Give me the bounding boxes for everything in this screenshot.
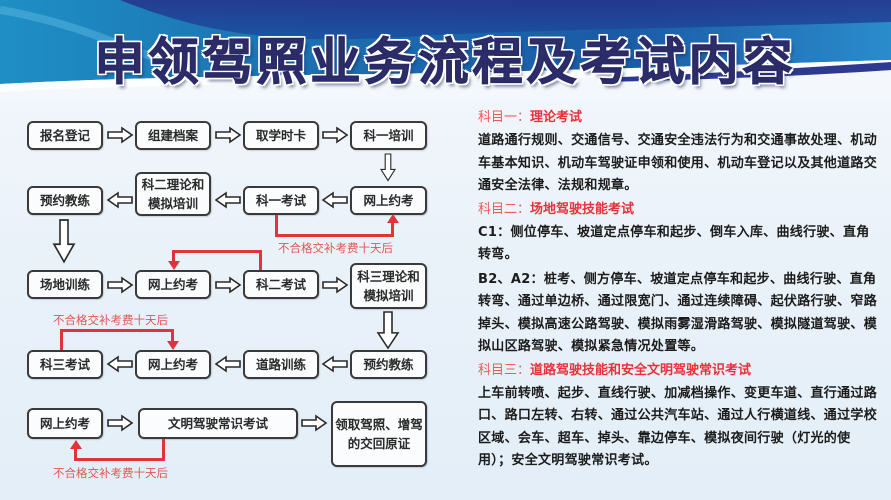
retry-line — [60, 329, 63, 350]
step-label: 报名登记 — [39, 128, 90, 143]
arrow-left-icon — [107, 356, 133, 372]
retry-arrow-icon — [166, 341, 179, 350]
step-subject1-training: 科一培训 — [350, 121, 427, 150]
step-label: 模拟培训 — [363, 288, 414, 303]
banner-background — [0, 0, 891, 100]
step-register: 报名登记 — [27, 121, 103, 150]
step-label: 网上约考 — [363, 193, 414, 208]
retry-note: 不合格交补考费十天后 — [53, 466, 168, 480]
subject2-section: 科目二：场地驾驶技能考试 C1：侧位停车、坡道定点停车和起步、倒车入库、曲线行驶… — [478, 200, 878, 359]
step-online-booking-2: 网上约考 — [135, 270, 211, 299]
retry-line — [60, 329, 174, 332]
step-label: 科二考试 — [255, 277, 306, 292]
section-body-b2a2: B2、A2：桩考、侧方停车、坡道定点停车和起步、曲线行驶、直角转弯、通过单边桥、… — [478, 271, 878, 355]
retry-line — [391, 222, 394, 237]
step-label: 科二理论和 — [141, 177, 205, 192]
step-label: 领取驾照、增驾 — [335, 417, 423, 432]
step-create-file: 组建档案 — [135, 121, 211, 150]
subject3-section: 科目三：道路驾驶技能和安全文明驾驶常识考试 上车前转喷、起步、直线行驶、加减档操… — [478, 361, 878, 473]
section-body-c1: C1：侧位停车、坡道定点停车和起步、倒车入库、曲线行驶、直角转弯。 — [478, 224, 870, 263]
page-title: 申领驾照业务流程及考试内容 — [94, 33, 797, 92]
step-label: 预约教练 — [363, 357, 414, 372]
retry-line — [259, 250, 262, 270]
arrow-right-icon — [322, 277, 348, 293]
step-civil-driving-exam: 文明驾驶常识考试 — [138, 408, 298, 439]
step-receive-license: 领取驾照、增驾的交回原证 — [331, 401, 427, 467]
step-label: 的交回原证 — [347, 436, 411, 451]
arrow-left-icon — [107, 192, 133, 208]
section-title: 科目三：道路驾驶技能和安全文明驾驶常识考试 — [478, 361, 878, 381]
retry-line — [172, 250, 262, 253]
retry-line — [172, 250, 175, 262]
retry-arrow-icon — [167, 261, 180, 270]
section-body: 道路通行规则、交通信号、交通安全违法行为和交通事故处理、机动车基本知识、机动车驾… — [478, 133, 878, 193]
section-label: 科目二： — [478, 201, 531, 217]
step-subject3-exam: 科三考试 — [27, 350, 103, 379]
step-road-training: 道路训练 — [243, 350, 319, 379]
exam-content-panel: 科目一：理论考试 道路通行规则、交通信号、交通安全违法行为和交通事故处理、机动车… — [478, 108, 878, 475]
retry-note: 不合格交补考费十天后 — [53, 313, 168, 327]
step-book-coach-1: 预约教练 — [27, 186, 103, 215]
retry-arrow-icon — [69, 440, 82, 449]
step-label: 科三理论和 — [357, 269, 420, 284]
step-label: 科一考试 — [255, 193, 306, 208]
step-label: 科一培训 — [363, 128, 414, 143]
step-subject3-theory: 科三理论和模拟培训 — [350, 263, 427, 309]
step-online-booking-1: 网上约考 — [350, 186, 427, 215]
arrow-right-icon — [107, 277, 133, 293]
step-label: 场地训练 — [39, 277, 90, 292]
step-online-booking-4: 网上约考 — [27, 408, 103, 439]
step-label: 预约教练 — [39, 193, 90, 208]
retry-note: 不合格交补考费十天后 — [278, 241, 393, 255]
step-get-hour-card: 取学时卡 — [243, 121, 319, 150]
section-heading: 理论考试 — [530, 110, 583, 125]
arrow-left-icon — [322, 192, 348, 208]
arrow-right-icon — [301, 415, 327, 431]
step-online-booking-3: 网上约考 — [135, 350, 211, 379]
step-label: 文明驾驶常识考试 — [167, 416, 268, 431]
retry-line — [162, 439, 165, 461]
retry-line — [74, 458, 165, 461]
section-body: 上车前转喷、起步、直线行驶、加减档操作、变更车道、直行通过路口、路口左转、右转、… — [478, 385, 878, 469]
step-label: 网上约考 — [39, 416, 90, 431]
section-heading: 场地驾驶技能考试 — [530, 201, 635, 217]
step-label: 模拟培训 — [147, 196, 198, 211]
step-label: 取学时卡 — [255, 128, 306, 143]
arrow-right-icon — [215, 127, 241, 143]
step-subject2-theory: 科二理论和模拟培训 — [135, 172, 211, 216]
arrow-left-icon — [215, 192, 241, 208]
arrow-right-icon — [107, 415, 133, 431]
step-label: 网上约考 — [147, 357, 198, 372]
arrow-right-icon — [215, 277, 241, 293]
retry-line — [74, 447, 77, 461]
step-subject2-exam: 科二考试 — [243, 270, 319, 299]
step-label: 道路训练 — [255, 357, 306, 372]
section-label: 科目三： — [478, 362, 531, 378]
step-field-training: 场地训练 — [27, 270, 103, 299]
section-label: 科目一： — [478, 110, 531, 125]
step-book-coach-2: 预约教练 — [350, 350, 427, 379]
arrow-left-icon — [215, 356, 241, 372]
section-title: 科目一：理论考试 — [478, 108, 878, 128]
retry-arrow-icon — [386, 214, 399, 223]
arrow-right-icon — [322, 127, 348, 143]
section-heading: 道路驾驶技能和安全文明驾驶常识考试 — [530, 362, 752, 378]
retry-line — [275, 234, 394, 237]
header-banner: 申领驾照业务流程及考试内容 — [0, 0, 891, 100]
arrow-right-icon — [107, 127, 133, 143]
step-subject1-exam: 科一考试 — [243, 186, 319, 215]
section-title: 科目二：场地驾驶技能考试 — [478, 200, 878, 220]
subject1-section: 科目一：理论考试 道路通行规则、交通信号、交通安全违法行为和交通事故处理、机动车… — [478, 108, 878, 198]
arrow-left-icon — [322, 356, 348, 372]
step-label: 网上约考 — [147, 277, 198, 292]
step-label: 科三考试 — [39, 357, 90, 372]
retry-line — [171, 329, 174, 342]
retry-line — [275, 215, 278, 237]
step-label: 组建档案 — [147, 128, 198, 143]
